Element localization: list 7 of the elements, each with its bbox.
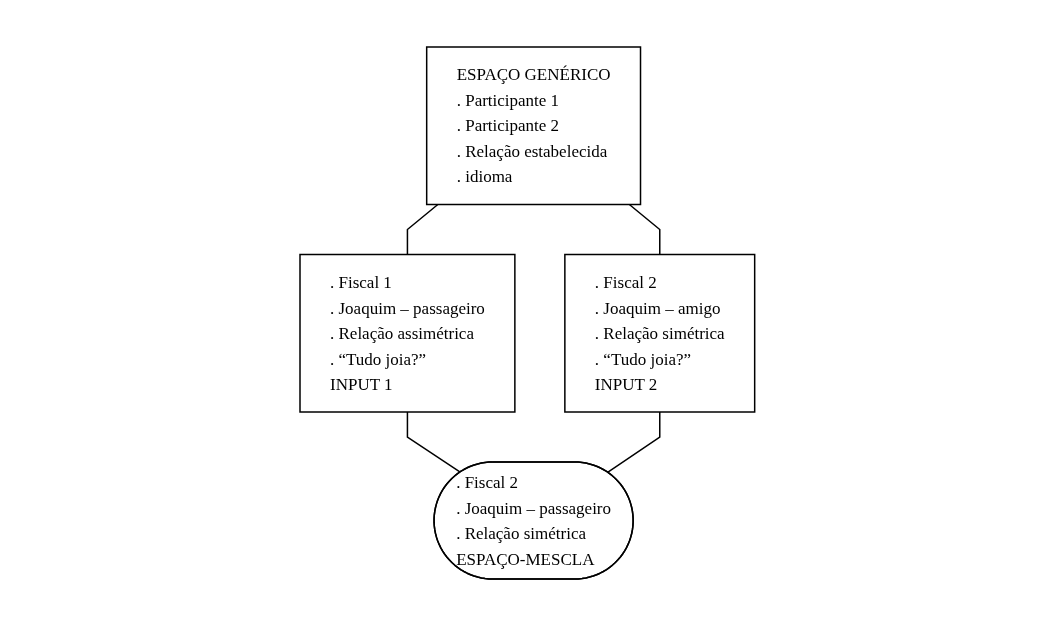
connector bbox=[607, 411, 661, 474]
connector bbox=[628, 203, 661, 256]
node-box: ESPAÇO GENÉRICO . Participante 1 . Participante 2 . Relação estabelecida . idioma bbox=[426, 46, 642, 206]
node-box: . Fiscal 1 . Joaquim – passageiro . Relação assimétrica . “Tudo joia?” INPUT 1 bbox=[299, 253, 516, 413]
connector bbox=[406, 411, 462, 474]
node-box: . Fiscal 2 . Joaquim – amigo . Relação simétrica . “Tudo joia?” INPUT 2 bbox=[564, 253, 756, 413]
connector bbox=[406, 203, 439, 256]
